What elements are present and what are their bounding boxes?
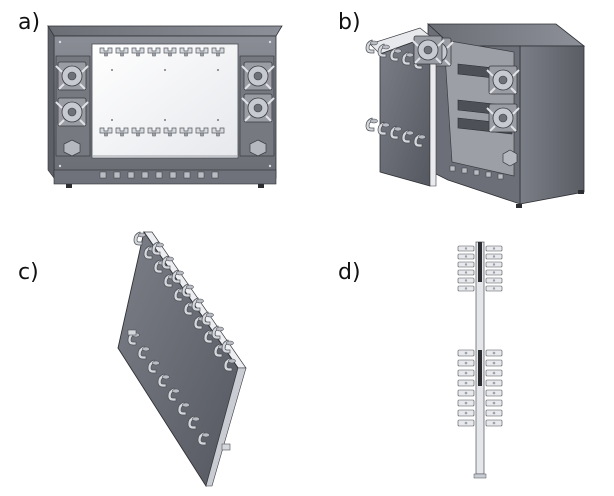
panel-label-c: c) <box>18 260 39 285</box>
panel-d-holder-bar <box>457 241 503 479</box>
panel-label-a: a) <box>18 10 41 35</box>
panel-c-door-plate <box>117 230 247 488</box>
panel-label-b: b) <box>338 10 361 35</box>
panel-a-cabinet-front <box>47 24 283 188</box>
panel-label-d: d) <box>338 260 361 285</box>
panel-b-cabinet-open <box>365 23 586 208</box>
